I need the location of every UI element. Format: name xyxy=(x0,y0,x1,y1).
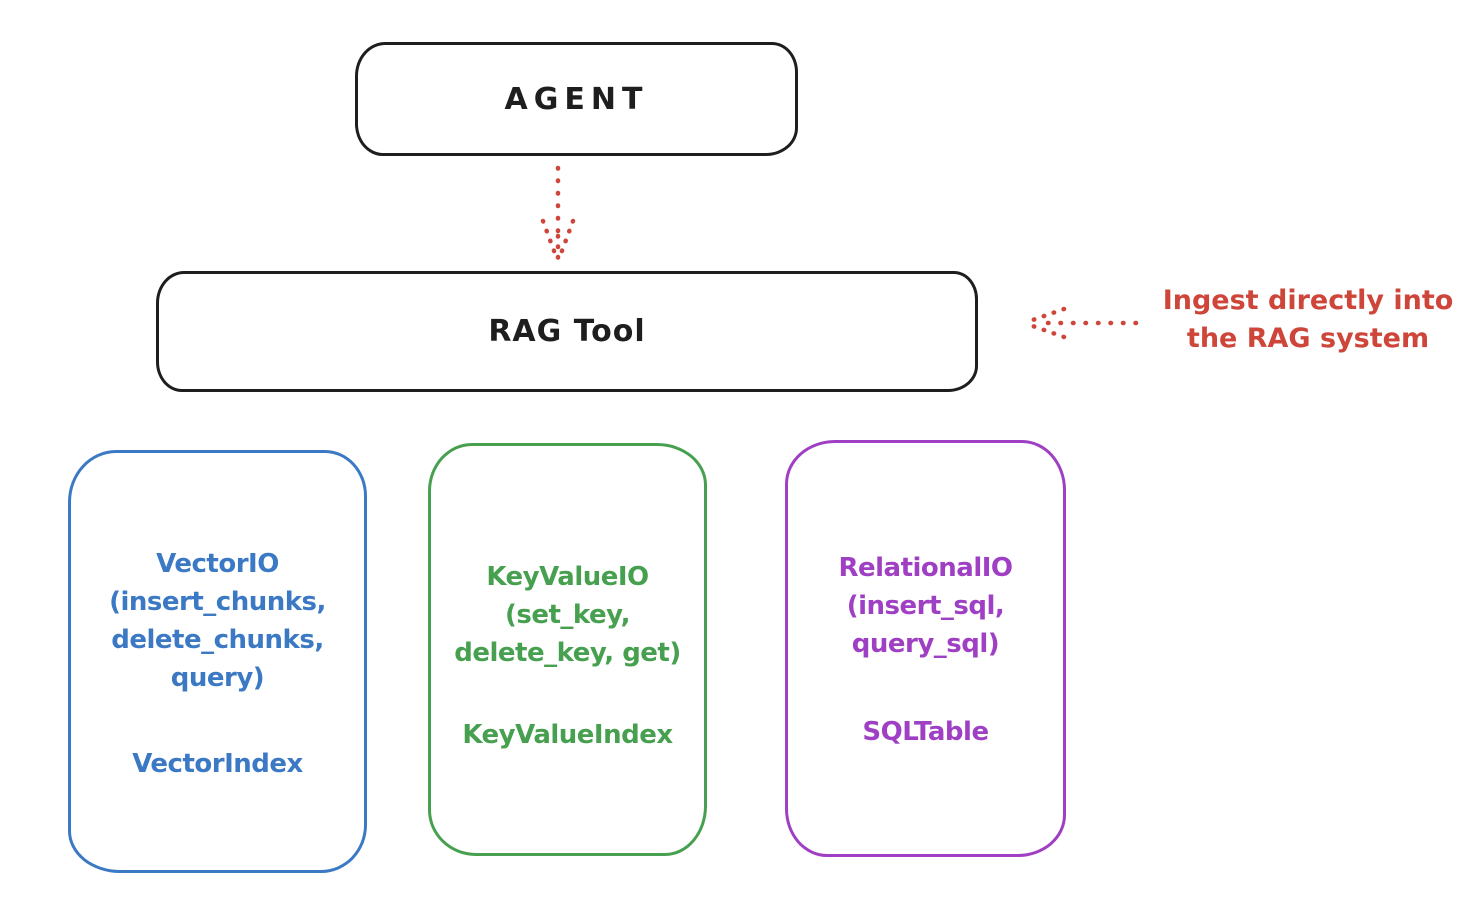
relational-io-line-title: RelationalIO xyxy=(838,553,1013,583)
ingest-annotation-line-2: the RAG system xyxy=(1186,323,1430,354)
relational-io-line-methods-2: query_sql) xyxy=(851,629,1000,659)
sql-table-label: SQLTable xyxy=(862,717,989,747)
dotted-arrow-left-icon xyxy=(1024,306,1139,340)
key-value-io-line-methods-1: (set_key, xyxy=(505,600,630,630)
vector-io-line-title: VectorIO xyxy=(156,549,279,579)
vector-io-line-methods-2: delete_chunks, xyxy=(111,625,324,655)
ingest-annotation: Ingest directly into the RAG system xyxy=(1138,282,1478,358)
vector-io-node: VectorIO (insert_chunks, delete_chunks, … xyxy=(68,450,367,873)
vector-io-line-methods-3: query) xyxy=(170,663,265,693)
vector-index-label: VectorIndex xyxy=(132,749,303,779)
key-value-index-label: KeyValueIndex xyxy=(462,720,673,750)
key-value-io-line-methods-2: delete_key, get) xyxy=(454,638,681,668)
key-value-io-line-title: KeyValueIO xyxy=(486,562,649,592)
agent-node: AGENT xyxy=(355,42,798,156)
ingest-annotation-line-1: Ingest directly into xyxy=(1162,285,1454,316)
key-value-io-node: KeyValueIO (set_key, delete_key, get) Ke… xyxy=(428,443,707,856)
agent-node-label: AGENT xyxy=(504,81,649,117)
rag-tool-node-label: RAG Tool xyxy=(488,314,646,349)
dotted-arrow-down-icon xyxy=(540,165,576,263)
relational-io-line-methods-1: (insert_sql, xyxy=(846,591,1005,621)
vector-io-line-methods-1: (insert_chunks, xyxy=(109,587,326,617)
rag-tool-node: RAG Tool xyxy=(156,271,978,392)
relational-io-node: RelationalIO (insert_sql, query_sql) SQL… xyxy=(785,440,1066,857)
